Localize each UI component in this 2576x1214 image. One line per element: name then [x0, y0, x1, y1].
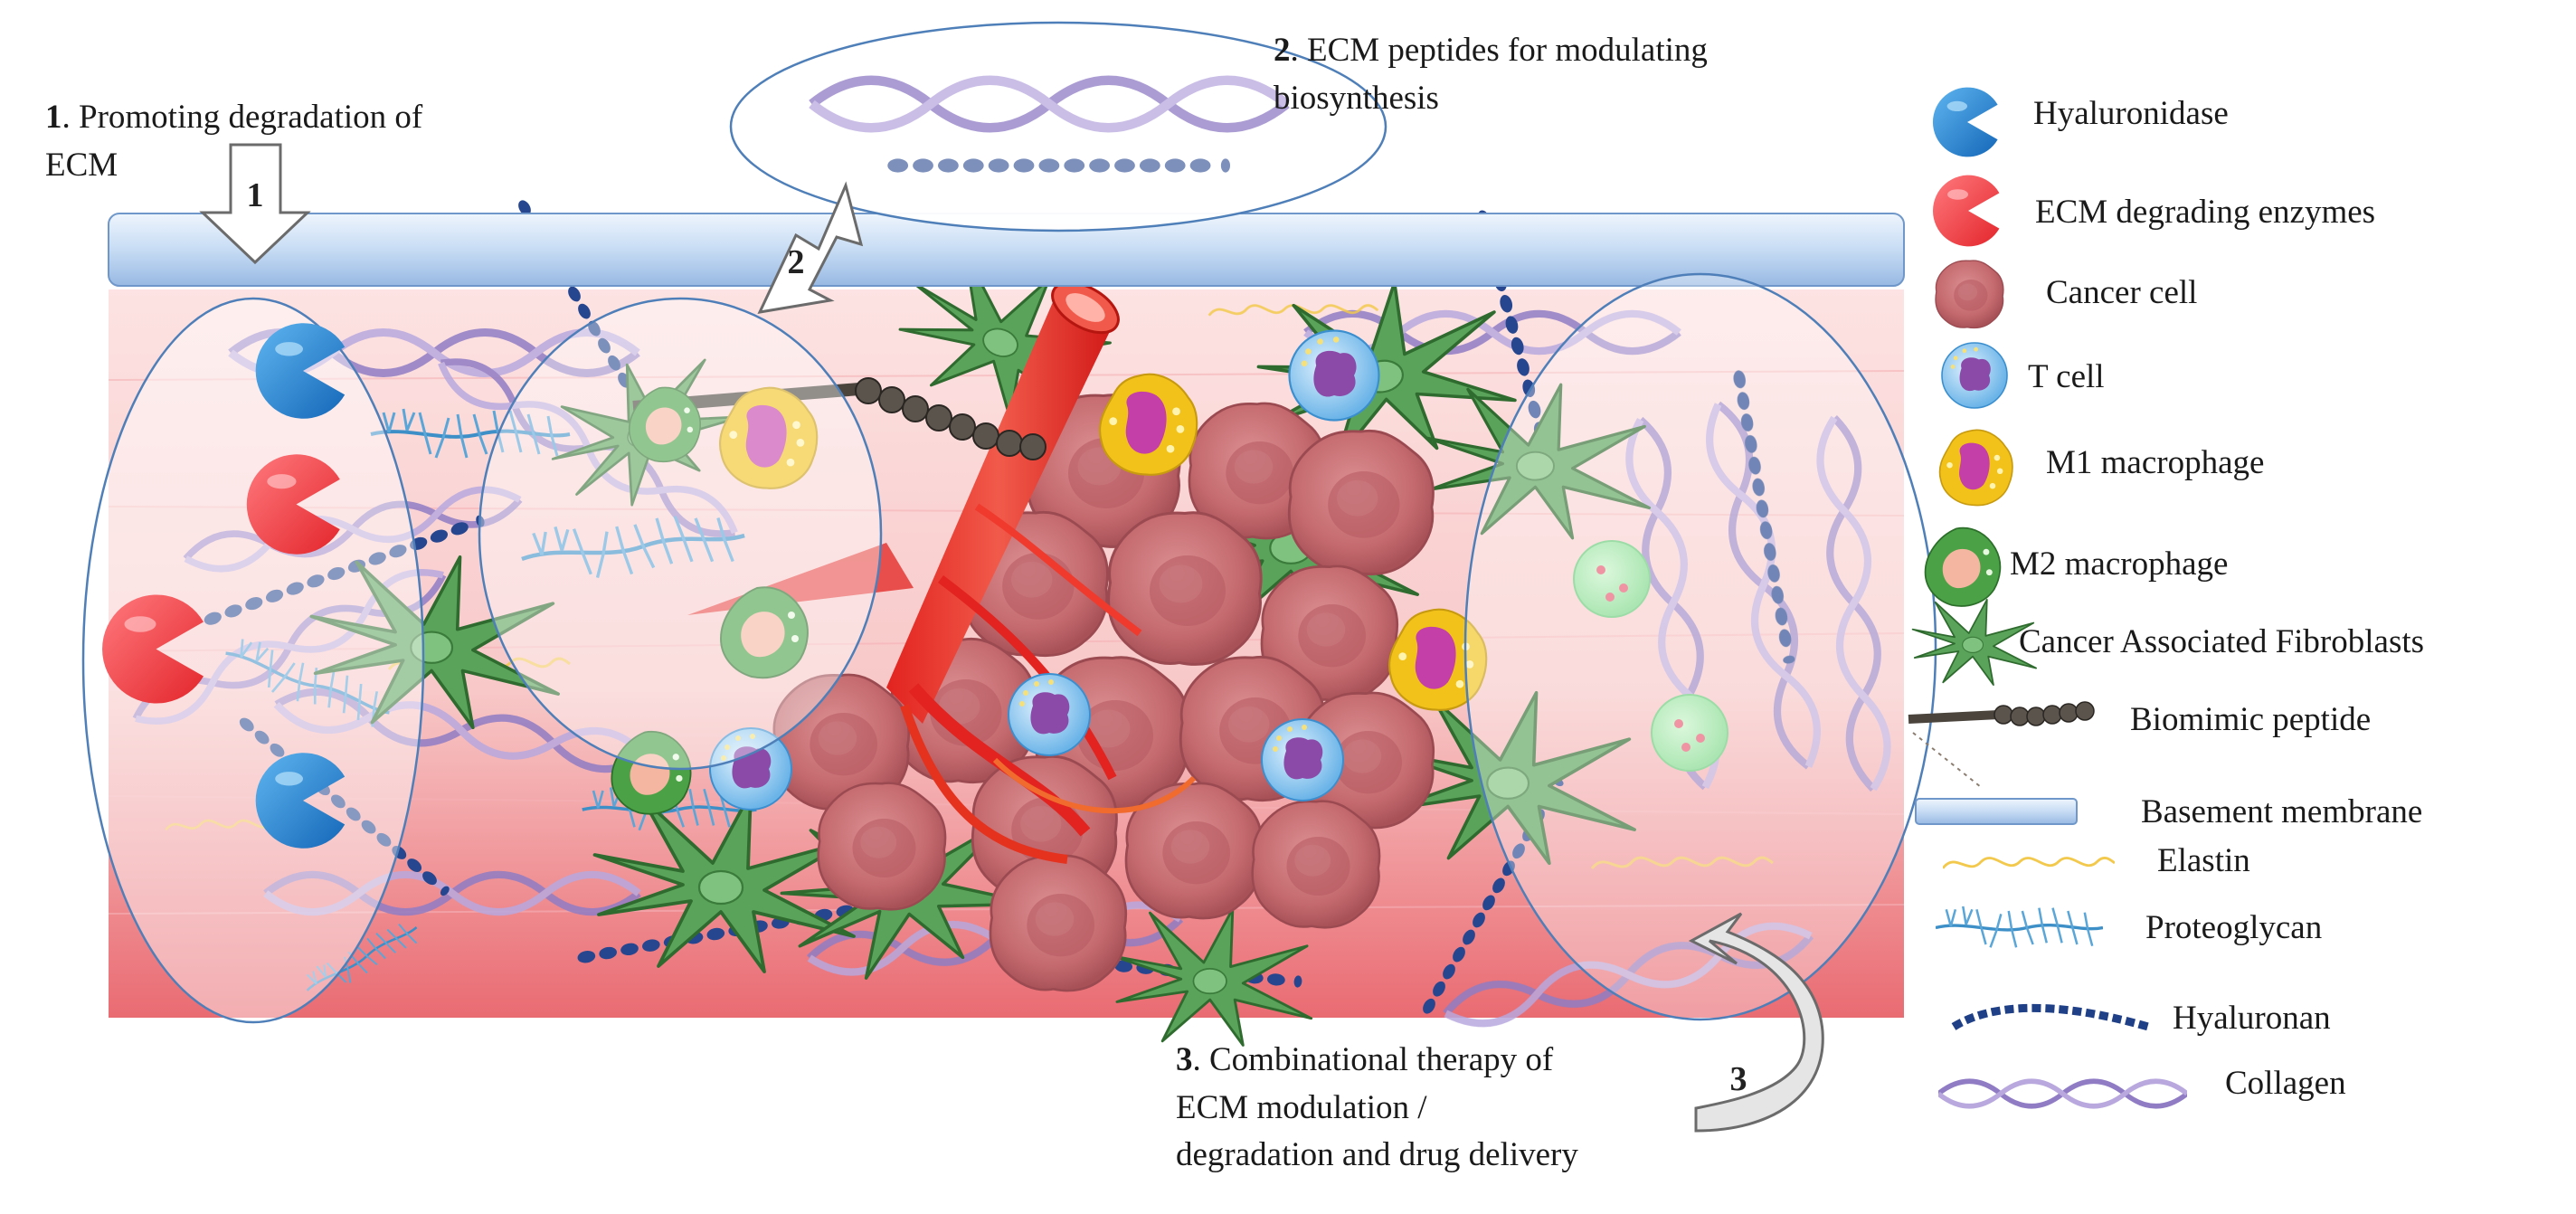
- arrow-2: 2: [757, 181, 864, 314]
- callout-3-line3: degradation and drug delivery: [1176, 1136, 1578, 1174]
- ecm-enzyme-icon: [1932, 175, 2000, 247]
- membrane-icon: [1915, 798, 2078, 825]
- legend-icons: [1908, 87, 2187, 1106]
- hyaluronidase-icon: [1932, 87, 1998, 157]
- callout-2-number: 2: [1274, 32, 1291, 69]
- zone-2-ellipse: [478, 297, 883, 771]
- legend-label-ecm-enzymes: ECM degrading enzymes: [2035, 194, 2376, 231]
- legend-label-m1-macrophage: M1 macrophage: [2046, 444, 2265, 481]
- zone-3-ellipse: [1463, 272, 1937, 1021]
- cancer-cell-icon: [1935, 260, 2004, 329]
- arrow-3-label: 3: [1730, 1060, 1747, 1098]
- legend-label-collagen: Collagen: [2225, 1065, 2346, 1102]
- peptide-bubble-ellipse: [729, 21, 1387, 232]
- hyaluronan-icon: [1951, 1003, 2150, 1031]
- callout-2-line1: . ECM peptides for modulating: [1290, 32, 1708, 69]
- callout-1: 1. Promoting degradation of ECM: [45, 94, 422, 189]
- callout-1-number: 1: [45, 99, 62, 136]
- blood-vessel: [687, 280, 1197, 864]
- elastin-icon: [1943, 856, 2115, 870]
- callout-1-line2: ECM: [45, 146, 118, 184]
- callout-1-line1: . Promoting degradation of: [62, 99, 423, 136]
- callout-3-line2: ECM modulation /: [1176, 1088, 1427, 1126]
- arrow-1-label: 1: [247, 176, 264, 214]
- arrow-3: 3: [1688, 912, 1824, 1133]
- callout-3-line1: . Combinational therapy of: [1192, 1041, 1554, 1078]
- legend-label-hyaluronan: Hyaluronan: [2173, 1000, 2331, 1037]
- m2-macrophage-icon: [1924, 526, 2002, 607]
- proteoglycan-icon: [1936, 905, 2103, 950]
- callout-3: 3. Combinational therapy of ECM modulati…: [1176, 1037, 1578, 1180]
- t-cell-icon: [1941, 342, 2008, 409]
- legend-label-biomimic-peptide: Biomimic peptide: [2130, 701, 2372, 738]
- callout-3-number: 3: [1176, 1041, 1193, 1078]
- collagen-icon: [1938, 1081, 2187, 1106]
- peptide-icon: [1908, 701, 2095, 788]
- m1-macrophage-icon: [1938, 429, 2013, 507]
- legend-label-cancer-cell: Cancer cell: [2046, 274, 2198, 311]
- legend-label-m2-macrophage: M2 macrophage: [2010, 545, 2229, 583]
- callout-2-line2: biosynthesis: [1274, 79, 1439, 117]
- legend-label-basement-membrane: Basement membrane: [2141, 793, 2423, 830]
- arrow-1: 1: [199, 143, 311, 265]
- drug-particles: [1573, 540, 1728, 772]
- legend-label-elastin: Elastin: [2157, 842, 2250, 879]
- callout-2: 2. ECM peptides for modulating biosynthe…: [1274, 27, 1708, 122]
- arrow-2-label: 2: [788, 243, 805, 281]
- legend-label-t-cell: T cell: [2028, 358, 2105, 395]
- legend-label-fibroblasts: Cancer Associated Fibroblasts: [2019, 623, 2425, 660]
- legend-label-hyaluronidase: Hyaluronidase: [2033, 95, 2229, 132]
- legend-label-proteoglycan: Proteoglycan: [2145, 909, 2323, 946]
